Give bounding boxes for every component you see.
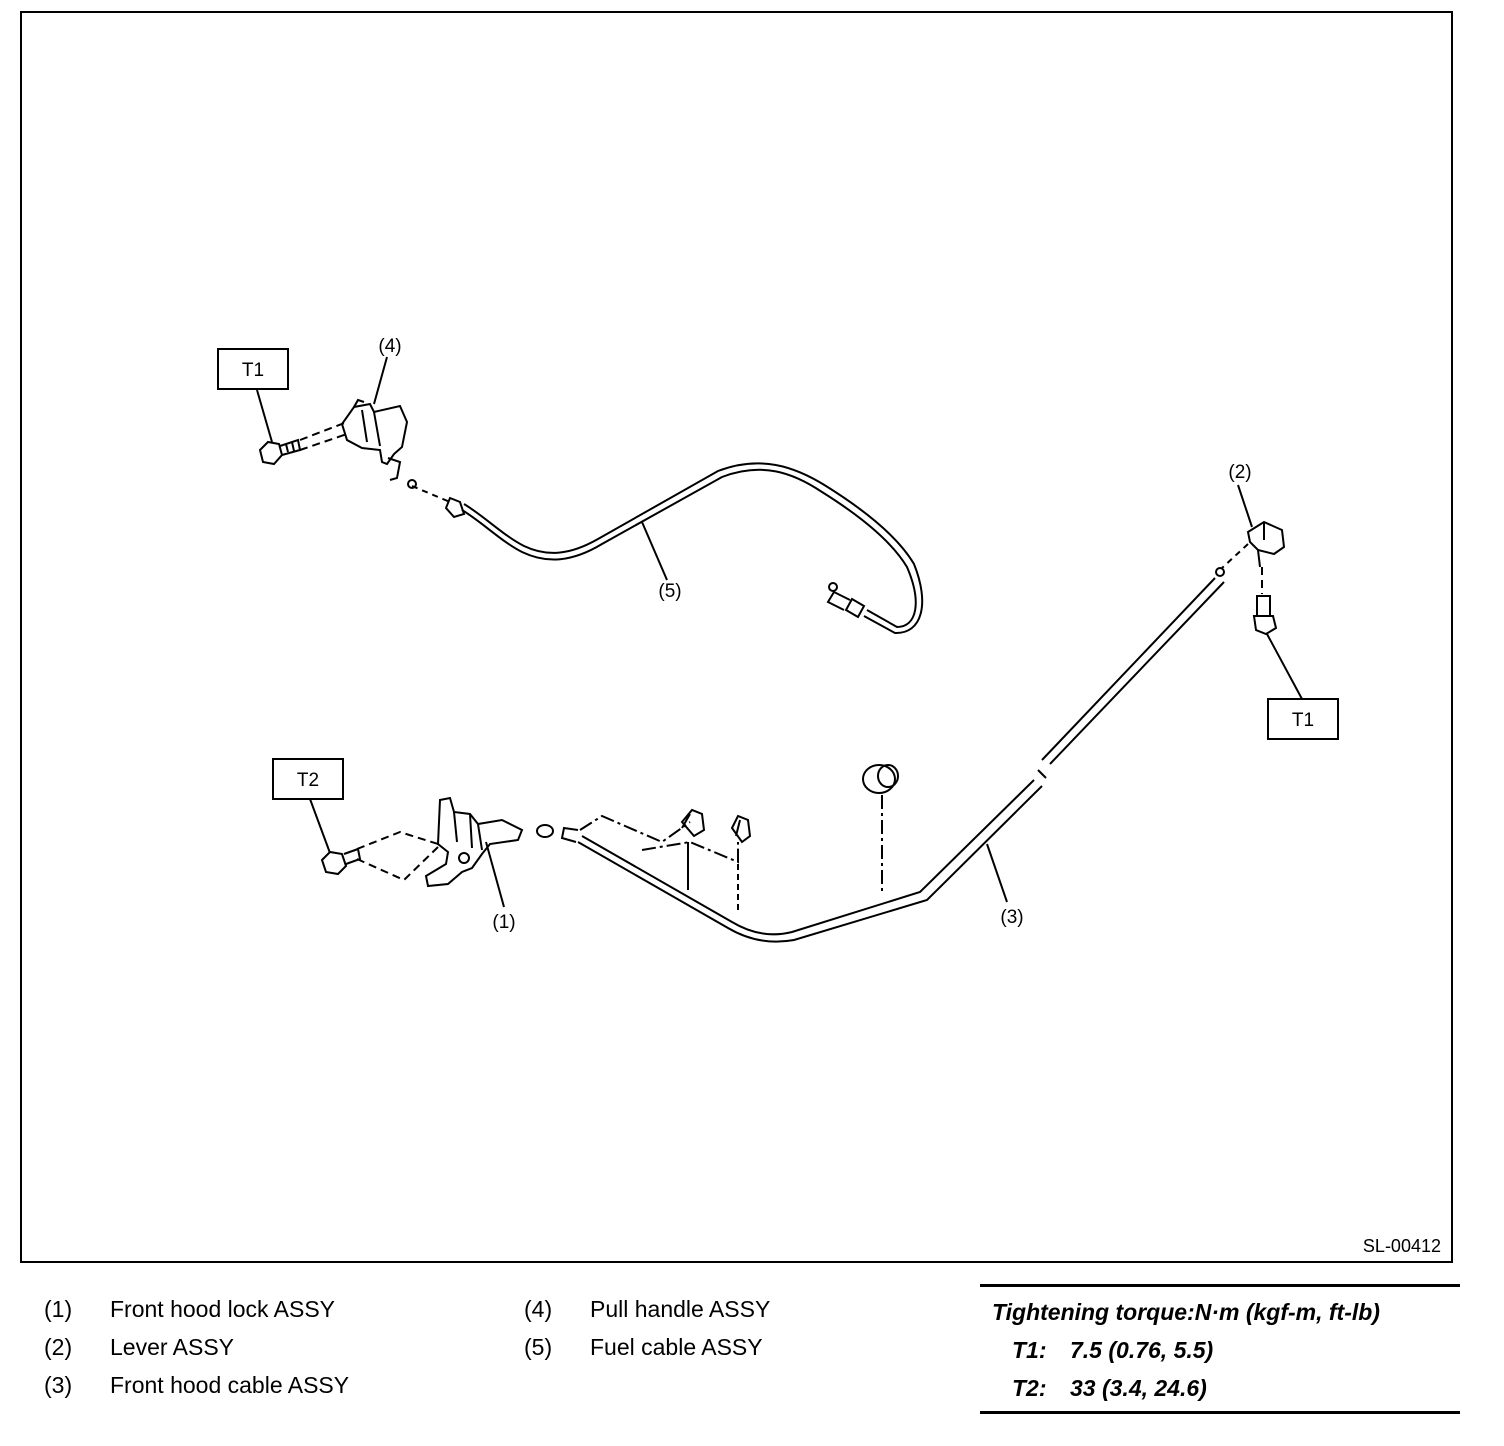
bolt-t2	[320, 847, 362, 876]
legend-label: Front hood lock ASSY	[110, 1296, 336, 1322]
leader-t2	[309, 798, 331, 854]
exploded-view-diagram: T1 T1 T2 (4) (5) (2) (3) (1)	[217, 336, 1339, 943]
legend-item: (4) Pull handle ASSY	[524, 1290, 770, 1328]
torque-value: 33 (3.4, 24.6)	[1070, 1375, 1207, 1401]
leader-1	[485, 841, 505, 908]
callout-4: (4)	[378, 336, 401, 357]
grommet-part	[862, 764, 899, 892]
callout-1: (1)	[492, 912, 515, 933]
callout-3: (3)	[1000, 907, 1023, 928]
bolt-t1-left	[258, 438, 302, 466]
figure-frame: T1 T1 T2 (4) (5) (2) (3) (1) SL-00412	[20, 11, 1453, 1263]
figure-id: SL-00412	[1362, 1236, 1441, 1256]
legend-num: (2)	[44, 1334, 73, 1360]
lever-assy-part	[1246, 520, 1286, 568]
pull-handle-assy-part	[340, 398, 409, 481]
torque-key: T2:	[1012, 1375, 1047, 1401]
torque-row: T2: 33 (3.4, 24.6)	[980, 1369, 1460, 1407]
legend-num: (5)	[524, 1334, 553, 1360]
torque-tag-box-t1-left	[217, 348, 289, 390]
legend-num: (1)	[44, 1296, 73, 1322]
torque-row: T1: 7.5 (0.76, 5.5)	[980, 1331, 1460, 1369]
legend-num: (3)	[44, 1372, 73, 1398]
legend-label: Front hood cable ASSY	[110, 1372, 350, 1398]
bolt-t1-right	[1252, 595, 1278, 636]
cable-clip-1	[680, 808, 706, 838]
torque-tag-box-t2	[272, 758, 344, 800]
fuel-cable-assy	[407, 462, 924, 635]
legend-right: (4) Pull handle ASSY (5) Fuel cable ASSY	[524, 1290, 770, 1366]
leader-t1-right	[1266, 633, 1303, 700]
torque-tag-box-t1-right	[1267, 698, 1339, 740]
front-hood-cable-assy	[536, 543, 1249, 943]
front-hood-lock-assy-part	[424, 796, 524, 888]
lock-bolt-guide	[356, 830, 439, 882]
leader-t1-left	[256, 389, 273, 443]
torque-tag-t2: T2	[297, 770, 319, 791]
legend-item: (5) Fuel cable ASSY	[524, 1328, 770, 1366]
legend-left: (1) Front hood lock ASSY (2) Lever ASSY …	[44, 1290, 349, 1404]
leader-2	[1237, 484, 1253, 528]
legend-item: (1) Front hood lock ASSY	[44, 1290, 349, 1328]
leader-4	[373, 356, 388, 405]
torque-table: Tightening torque:N·m (kgf-m, ft-lb) T1:…	[980, 1284, 1460, 1414]
legend-label: Pull handle ASSY	[590, 1296, 771, 1322]
legend-item: (2) Lever ASSY	[44, 1328, 349, 1366]
torque-tag-t1-right: T1	[1292, 710, 1314, 731]
legend-num: (4)	[524, 1296, 553, 1322]
torque-value: 7.5 (0.76, 5.5)	[1070, 1337, 1214, 1363]
torque-title: Tightening torque:N·m (kgf-m, ft-lb)	[992, 1299, 1380, 1325]
legend-item: (3) Front hood cable ASSY	[44, 1366, 349, 1404]
callout-5: (5)	[658, 581, 681, 602]
bolt-t1-left-guide	[299, 421, 348, 451]
torque-tag-t1-left: T1	[242, 360, 264, 381]
cable-clip-2	[730, 814, 752, 844]
leader-3	[986, 843, 1008, 903]
callout-2: (2)	[1228, 462, 1251, 483]
legend-label: Lever ASSY	[110, 1334, 235, 1360]
leader-5	[641, 521, 668, 581]
clip-guide-1	[579, 814, 691, 844]
torque-key: T1:	[1012, 1337, 1047, 1363]
legend-label: Fuel cable ASSY	[590, 1334, 763, 1360]
clip-guide-2	[641, 840, 739, 864]
